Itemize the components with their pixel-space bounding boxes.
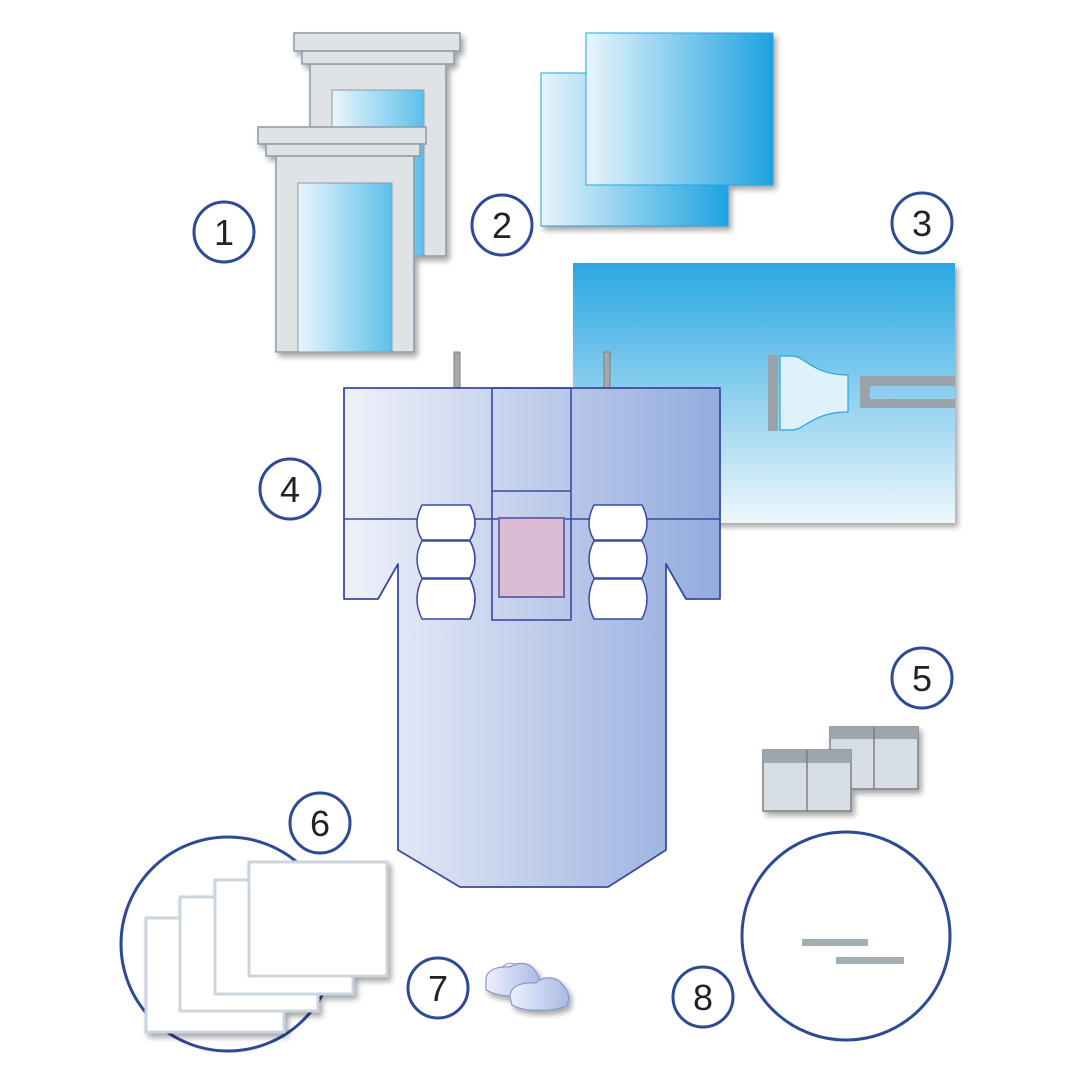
surgical-gown-icon [343,351,721,888]
callout-1: 1 [192,200,256,264]
circular-tray-icon [740,830,952,1042]
blue-towels-icon [540,32,774,227]
callout-5-label: 5 [912,658,932,699]
callout-4: 4 [258,457,322,521]
callout-8: 8 [671,965,735,1029]
callout-2: 2 [470,193,534,257]
callout-1-label: 1 [214,212,234,253]
white-sheets-icon [119,835,389,1053]
surgical-cap-packs-icon [257,32,461,353]
callout-7-label: 7 [428,968,448,1009]
label-packs-icon [762,726,919,812]
callout-4-label: 4 [280,469,300,510]
shoe-covers-icon [485,962,570,1011]
callout-2-label: 2 [492,205,512,246]
gown-rolls-right [588,504,648,620]
callout-6-label: 6 [310,803,330,844]
gown-rolls-left [416,504,476,620]
callout-7: 7 [406,956,470,1020]
callout-6: 6 [288,791,352,855]
callout-8-label: 8 [693,977,713,1018]
callout-3-label: 3 [912,203,932,244]
callout-5: 5 [890,646,954,710]
callout-3: 3 [890,191,954,255]
